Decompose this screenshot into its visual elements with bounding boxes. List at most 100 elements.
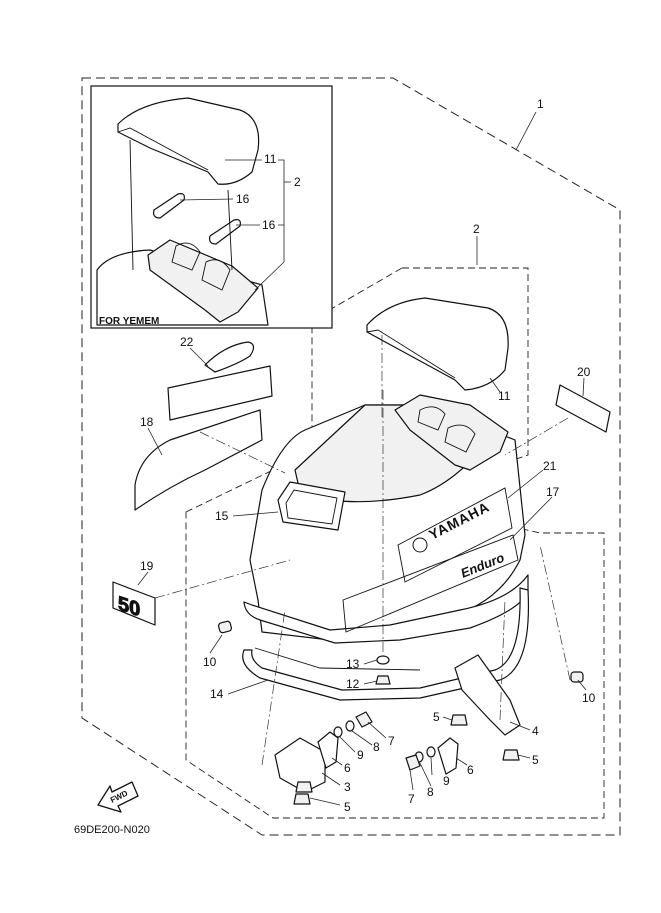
callout-11: 11	[498, 389, 511, 403]
top-cover-assembly	[366, 297, 509, 471]
callout-20: 20	[577, 365, 591, 379]
diagram-code: 69DE200-N020	[74, 824, 150, 836]
callout-labels: 1 2 2 11 16 16 11 20 21 17 22 18 15 19 1…	[140, 97, 596, 814]
top-lid-lip	[366, 329, 456, 379]
callout-15: 15	[215, 509, 229, 523]
leader-15	[232, 511, 279, 517]
callout-1: 1	[537, 97, 544, 111]
decal-strip	[167, 365, 273, 421]
callout-8-left: 8	[373, 740, 380, 754]
callout-22: 22	[180, 335, 194, 349]
leader-8-right	[419, 762, 432, 787]
leader-6-left	[331, 757, 343, 766]
nut-5-bottom	[293, 793, 311, 805]
inset-lid	[117, 97, 260, 185]
nut-5-top-right	[450, 714, 468, 726]
leader-3	[321, 772, 341, 786]
washer-9-right	[426, 746, 436, 758]
inset-axis-2	[227, 189, 233, 271]
callout-2-inset: 2	[294, 175, 301, 189]
inset-intake-slot-1	[171, 242, 201, 271]
leader-7-right	[409, 769, 414, 791]
bottom-seal	[242, 587, 530, 701]
leader-20	[582, 377, 585, 397]
clip-right	[437, 737, 459, 775]
washer-8-left	[345, 720, 355, 732]
callout-16-a: 16	[236, 192, 250, 206]
callout-13: 13	[346, 657, 360, 671]
leader-6-right	[455, 757, 468, 766]
callout-5-right: 5	[532, 753, 539, 767]
inset-leader-16a	[179, 198, 234, 201]
callout-7-left: 7	[388, 734, 395, 748]
leader-1	[515, 111, 537, 151]
leader-7-left	[367, 721, 387, 739]
decal-19-leader	[154, 559, 291, 599]
decal-18	[134, 409, 263, 511]
callout-leaders	[137, 111, 587, 806]
leader-21	[507, 469, 544, 499]
decal-20-leader	[504, 417, 569, 456]
bracket-left	[274, 737, 326, 793]
leader-12	[363, 680, 378, 685]
callout-17: 17	[546, 485, 560, 499]
intake-slot-2	[444, 424, 476, 453]
callout-4: 4	[532, 724, 539, 738]
callout-6-left: 6	[344, 761, 351, 775]
callout-10-right: 10	[582, 691, 596, 705]
callout-2-top: 2	[473, 222, 480, 236]
bolt-12	[375, 675, 391, 685]
nut-5-right	[502, 749, 520, 761]
callout-14: 14	[210, 687, 224, 701]
chain-left-bracket	[261, 609, 286, 766]
brand-emblem	[412, 537, 428, 553]
leader-18	[147, 427, 163, 456]
bolt-7-right	[405, 754, 421, 771]
inset-grommet-lower	[209, 219, 241, 245]
rear-vent-inner	[285, 489, 338, 525]
decals: 50	[112, 341, 611, 626]
callout-16-b: 16	[262, 218, 276, 232]
lower-decal-panel	[342, 534, 519, 633]
leader-8-left	[351, 730, 373, 746]
callout-5-top-left: 5	[433, 710, 440, 724]
leader-14	[227, 679, 269, 695]
hardware-boundary	[185, 469, 605, 819]
leader-17	[509, 496, 553, 541]
callout-12: 12	[346, 677, 360, 691]
leader-22	[189, 347, 209, 367]
hardware	[217, 544, 584, 805]
callout-8-right: 8	[427, 785, 434, 799]
leader-19	[137, 571, 149, 586]
callout-3: 3	[344, 780, 351, 794]
callout-9-left: 9	[357, 748, 364, 762]
rear-vent	[277, 481, 346, 531]
inset-caption: FOR YEMEM	[99, 316, 159, 327]
leader-5-right	[517, 754, 531, 759]
seal-inner-edge	[254, 647, 421, 671]
callout-6-right: 6	[467, 763, 474, 777]
leader-9-left	[339, 736, 356, 753]
yemen-inset	[90, 85, 333, 329]
cowling-skirt	[243, 574, 529, 644]
callout-18: 18	[140, 415, 154, 429]
inset-bracket-2	[278, 159, 285, 226]
callout-5-bottom: 5	[344, 800, 351, 814]
bolt-7-left	[355, 711, 373, 728]
grommet-13	[376, 655, 390, 665]
plug-left	[217, 620, 233, 634]
callout-19: 19	[140, 559, 154, 573]
plug-right	[570, 671, 584, 683]
decal-22	[204, 341, 255, 373]
decal-18-leader	[199, 431, 286, 474]
leader-10-right	[577, 679, 587, 691]
leader-9-right	[430, 757, 433, 776]
intake-slot-1	[417, 406, 446, 431]
fwd-arrow-shape	[97, 781, 139, 813]
washer-9-left	[333, 726, 343, 738]
intake-housing	[394, 394, 509, 471]
leader-5-bottom	[309, 797, 341, 806]
callout-7-right: 7	[408, 792, 415, 806]
leader-5-top-right	[442, 716, 453, 721]
